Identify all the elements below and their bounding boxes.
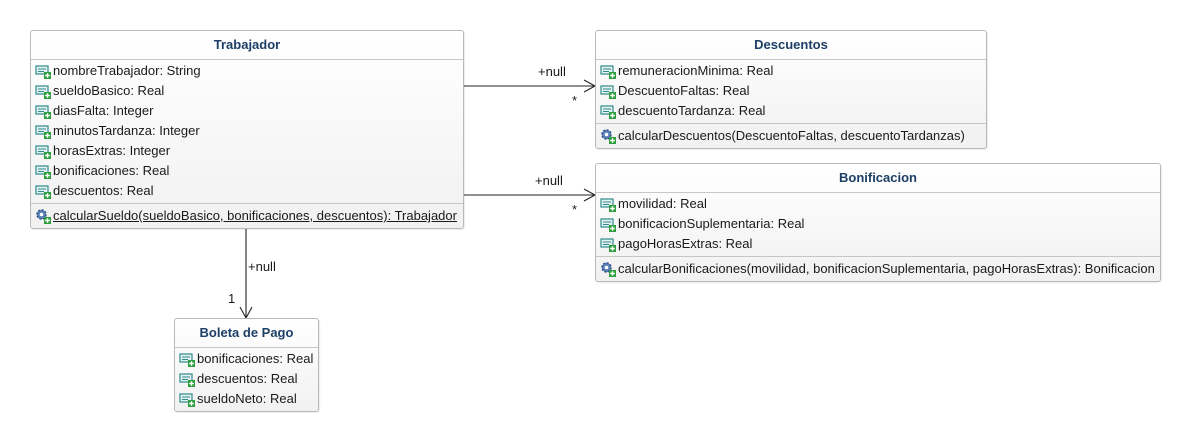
attribute-icon xyxy=(35,183,51,199)
attribute-icon xyxy=(35,123,51,139)
attribute-text: nombreTrabajador: String xyxy=(53,63,201,78)
multiplicity-label-descuentos: * xyxy=(572,93,578,108)
attribute-text: descuentoTardanza: Real xyxy=(618,103,766,118)
attribute-icon xyxy=(600,216,616,232)
attribute-text: remuneracionMinima: Real xyxy=(618,63,774,78)
attribute-icon xyxy=(35,63,51,79)
attribute-icon xyxy=(179,371,195,387)
multiplicity-label-bonificacion: * xyxy=(572,202,578,217)
attribute-icon xyxy=(600,236,616,252)
attribute-row[interactable]: descuentos: Real xyxy=(31,181,463,201)
attribute-row[interactable]: bonificacionSuplementaria: Real xyxy=(596,214,1160,234)
attribute-compartment: nombreTrabajador: String sueldoBasico: Re… xyxy=(31,60,463,204)
attribute-icon xyxy=(600,83,616,99)
attribute-text: descuentos: Real xyxy=(197,371,298,386)
attribute-icon xyxy=(179,391,195,407)
role-label-descuentos: +null xyxy=(538,64,566,79)
attribute-row[interactable]: movilidad: Real xyxy=(596,194,1160,214)
class-trabajador[interactable]: Trabajador nombreTrabajador: String sueld… xyxy=(30,30,464,229)
class-title: Trabajador xyxy=(31,31,463,60)
class-title: Descuentos xyxy=(596,31,986,60)
operation-text: calcularBonificaciones(movilidad, bonifi… xyxy=(618,261,1155,276)
role-label-boleta: +null xyxy=(248,259,276,274)
attribute-row[interactable]: sueldoNeto: Real xyxy=(175,389,318,409)
attribute-row[interactable]: sueldoBasico: Real xyxy=(31,81,463,101)
attribute-row[interactable]: bonificaciones: Real xyxy=(31,161,463,181)
attribute-text: DescuentoFaltas: Real xyxy=(618,83,750,98)
role-label-bonificacion: +null xyxy=(535,173,563,188)
class-title: Bonificacion xyxy=(596,164,1160,193)
attribute-icon xyxy=(35,83,51,99)
attribute-text: diasFalta: Integer xyxy=(53,103,154,118)
class-boleta-de-pago[interactable]: Boleta de Pago bonificaciones: Real descu… xyxy=(174,318,319,412)
attribute-text: bonificacionSuplementaria: Real xyxy=(618,216,805,231)
attribute-row[interactable]: bonificaciones: Real xyxy=(175,349,318,369)
operation-row[interactable]: calcularSueldo(sueldoBasico, bonificacio… xyxy=(31,206,463,226)
attribute-text: bonificaciones: Real xyxy=(53,163,170,178)
attribute-row[interactable]: diasFalta: Integer xyxy=(31,101,463,121)
attribute-row[interactable]: nombreTrabajador: String xyxy=(31,61,463,81)
operation-compartment: calcularSueldo(sueldoBasico, bonificacio… xyxy=(31,204,463,228)
attribute-text: horasExtras: Integer xyxy=(53,143,171,158)
attribute-row[interactable]: pagoHorasExtras: Real xyxy=(596,234,1160,254)
operation-text: calcularSueldo(sueldoBasico, bonificacio… xyxy=(53,208,457,223)
attribute-text: descuentos: Real xyxy=(53,183,154,198)
attribute-compartment: bonificaciones: Real descuentos: Real suel… xyxy=(175,348,318,411)
attribute-text: movilidad: Real xyxy=(618,196,707,211)
attribute-row[interactable]: remuneracionMinima: Real xyxy=(596,61,986,81)
operation-compartment: calcularDescuentos(DescuentoFaltas, desc… xyxy=(596,124,986,148)
operation-row[interactable]: calcularDescuentos(DescuentoFaltas, desc… xyxy=(596,126,986,146)
attribute-text: sueldoBasico: Real xyxy=(53,83,165,98)
attribute-row[interactable]: horasExtras: Integer xyxy=(31,141,463,161)
attribute-text: sueldoNeto: Real xyxy=(197,391,297,406)
attribute-row[interactable]: descuentoTardanza: Real xyxy=(596,101,986,121)
attribute-row[interactable]: DescuentoFaltas: Real xyxy=(596,81,986,101)
operation-text: calcularDescuentos(DescuentoFaltas, desc… xyxy=(618,128,965,143)
operation-icon xyxy=(600,128,616,144)
class-title: Boleta de Pago xyxy=(175,319,318,348)
operation-row[interactable]: calcularBonificaciones(movilidad, bonifi… xyxy=(596,259,1160,279)
attribute-icon xyxy=(179,351,195,367)
operation-icon xyxy=(35,208,51,224)
multiplicity-label-boleta: 1 xyxy=(228,291,236,306)
operation-icon xyxy=(600,261,616,277)
attribute-icon xyxy=(600,196,616,212)
attribute-icon xyxy=(35,103,51,119)
attribute-icon xyxy=(35,163,51,179)
attribute-text: bonificaciones: Real xyxy=(197,351,314,366)
operation-compartment: calcularBonificaciones(movilidad, bonifi… xyxy=(596,257,1160,281)
class-bonificacion[interactable]: Bonificacion movilidad: Real bonificacion… xyxy=(595,163,1161,282)
attribute-compartment: movilidad: Real bonificacionSuplementaria… xyxy=(596,193,1160,257)
attribute-icon xyxy=(600,63,616,79)
attribute-text: pagoHorasExtras: Real xyxy=(618,236,753,251)
attribute-row[interactable]: descuentos: Real xyxy=(175,369,318,389)
attribute-icon xyxy=(600,103,616,119)
attribute-row[interactable]: minutosTardanza: Integer xyxy=(31,121,463,141)
attribute-text: minutosTardanza: Integer xyxy=(53,123,200,138)
attribute-icon xyxy=(35,143,51,159)
